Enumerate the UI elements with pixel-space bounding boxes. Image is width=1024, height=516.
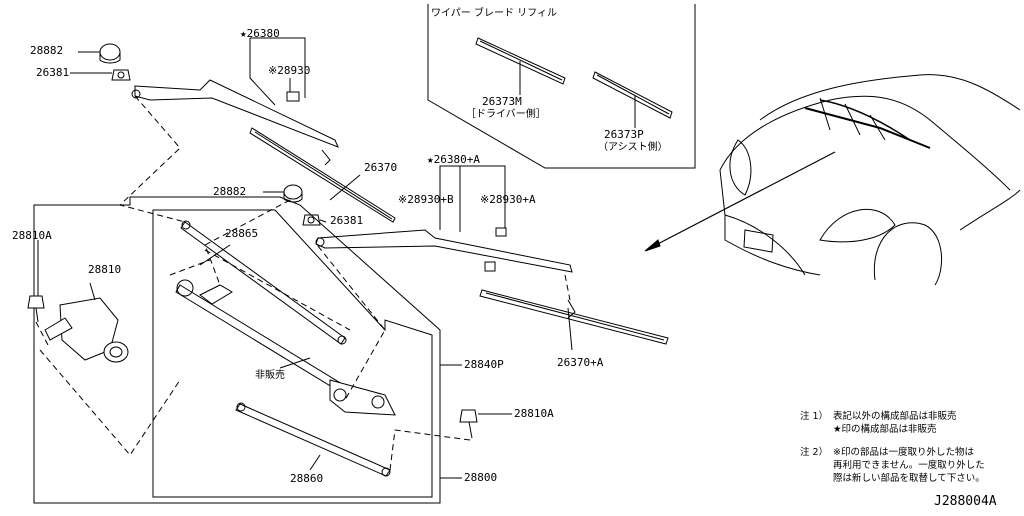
label-28810: 28810 [88, 263, 122, 276]
note-2-line2: 再利用できません。一度取り外した [833, 460, 985, 471]
label-28800: 28800 [464, 471, 498, 484]
note-2-line3: 際は新しい部品を取替して下さい。 [833, 473, 985, 484]
label-28810a-right: 28810A [514, 407, 554, 420]
refill-driver-side: ［ドライバー側］ [466, 109, 546, 120]
label-28810a-left: 28810A [12, 229, 52, 242]
label-28882-top: 28882 [30, 44, 64, 57]
nut-26381-mid [302, 214, 321, 226]
clip-28930b [495, 227, 507, 237]
link-rod-28860 [235, 402, 391, 477]
label-28882-mid: 28882 [213, 185, 247, 198]
wiper-motor-28810 [44, 297, 129, 363]
bolt-28810a-left [27, 295, 45, 323]
pivot-assembly-right [329, 379, 396, 416]
label-28860: 28860 [290, 472, 324, 485]
nut-26381-top [111, 69, 131, 81]
linkage-box-28800 [33, 196, 441, 504]
note-2-line1: ※印の部品は一度取り外した物は [833, 447, 974, 458]
clip-28930 [286, 91, 300, 102]
refill-title: ワイパー ブレード リフィル [431, 8, 557, 19]
wiper-blade-26370 [249, 127, 396, 223]
refill-strip-driver [475, 37, 566, 95]
label-26370: 26370 [364, 161, 398, 174]
label-28930: ※28930 [268, 64, 311, 77]
refill-assist-side: （アシスト側） [598, 142, 668, 153]
label-26381-top: 26381 [36, 66, 70, 79]
wiper-arm-26380 [131, 79, 339, 148]
label-26380a: ★26380+A [427, 153, 480, 166]
label-28930a: ※28930+A [480, 193, 536, 206]
label-not-sold: 非販売 [255, 370, 285, 381]
diagram-code: J288004A [934, 494, 997, 509]
note-2-prefix: 注 2） [800, 447, 829, 458]
label-26381-mid: 26381 [330, 214, 364, 227]
bolt-28810a-right [459, 409, 478, 439]
direction-arrow [644, 151, 836, 252]
leader-lines [37, 37, 573, 471]
label-28930b: ※28930+B [398, 193, 454, 206]
label-28865: 28865 [225, 227, 259, 240]
label-26373p: 26373P [604, 128, 644, 141]
refill-strip-assist [592, 71, 673, 128]
car-illustration [719, 74, 1021, 286]
wiper-arm-26380a [315, 229, 573, 273]
note-1-prefix: 注 1） [800, 411, 829, 422]
note-1-line2: ★印の構成部品は非販売 [833, 424, 937, 435]
wiper-blade-26370a [479, 289, 669, 345]
label-26370a: 26370+A [557, 356, 604, 369]
license-plate-icon [743, 229, 774, 253]
label-28840p: 28840P [464, 358, 504, 371]
label-26373m: 26373M [482, 95, 522, 108]
link-rod-28865 [180, 220, 347, 345]
label-26380: ★26380 [240, 27, 280, 40]
refill-box [427, 4, 696, 169]
cap-28882-top [99, 43, 121, 64]
assembly-dashed-lines [35, 95, 571, 471]
note-1-line1: 表記以外の構成部品は非販売 [833, 411, 957, 422]
linkage-subbox-28840p [152, 209, 433, 498]
